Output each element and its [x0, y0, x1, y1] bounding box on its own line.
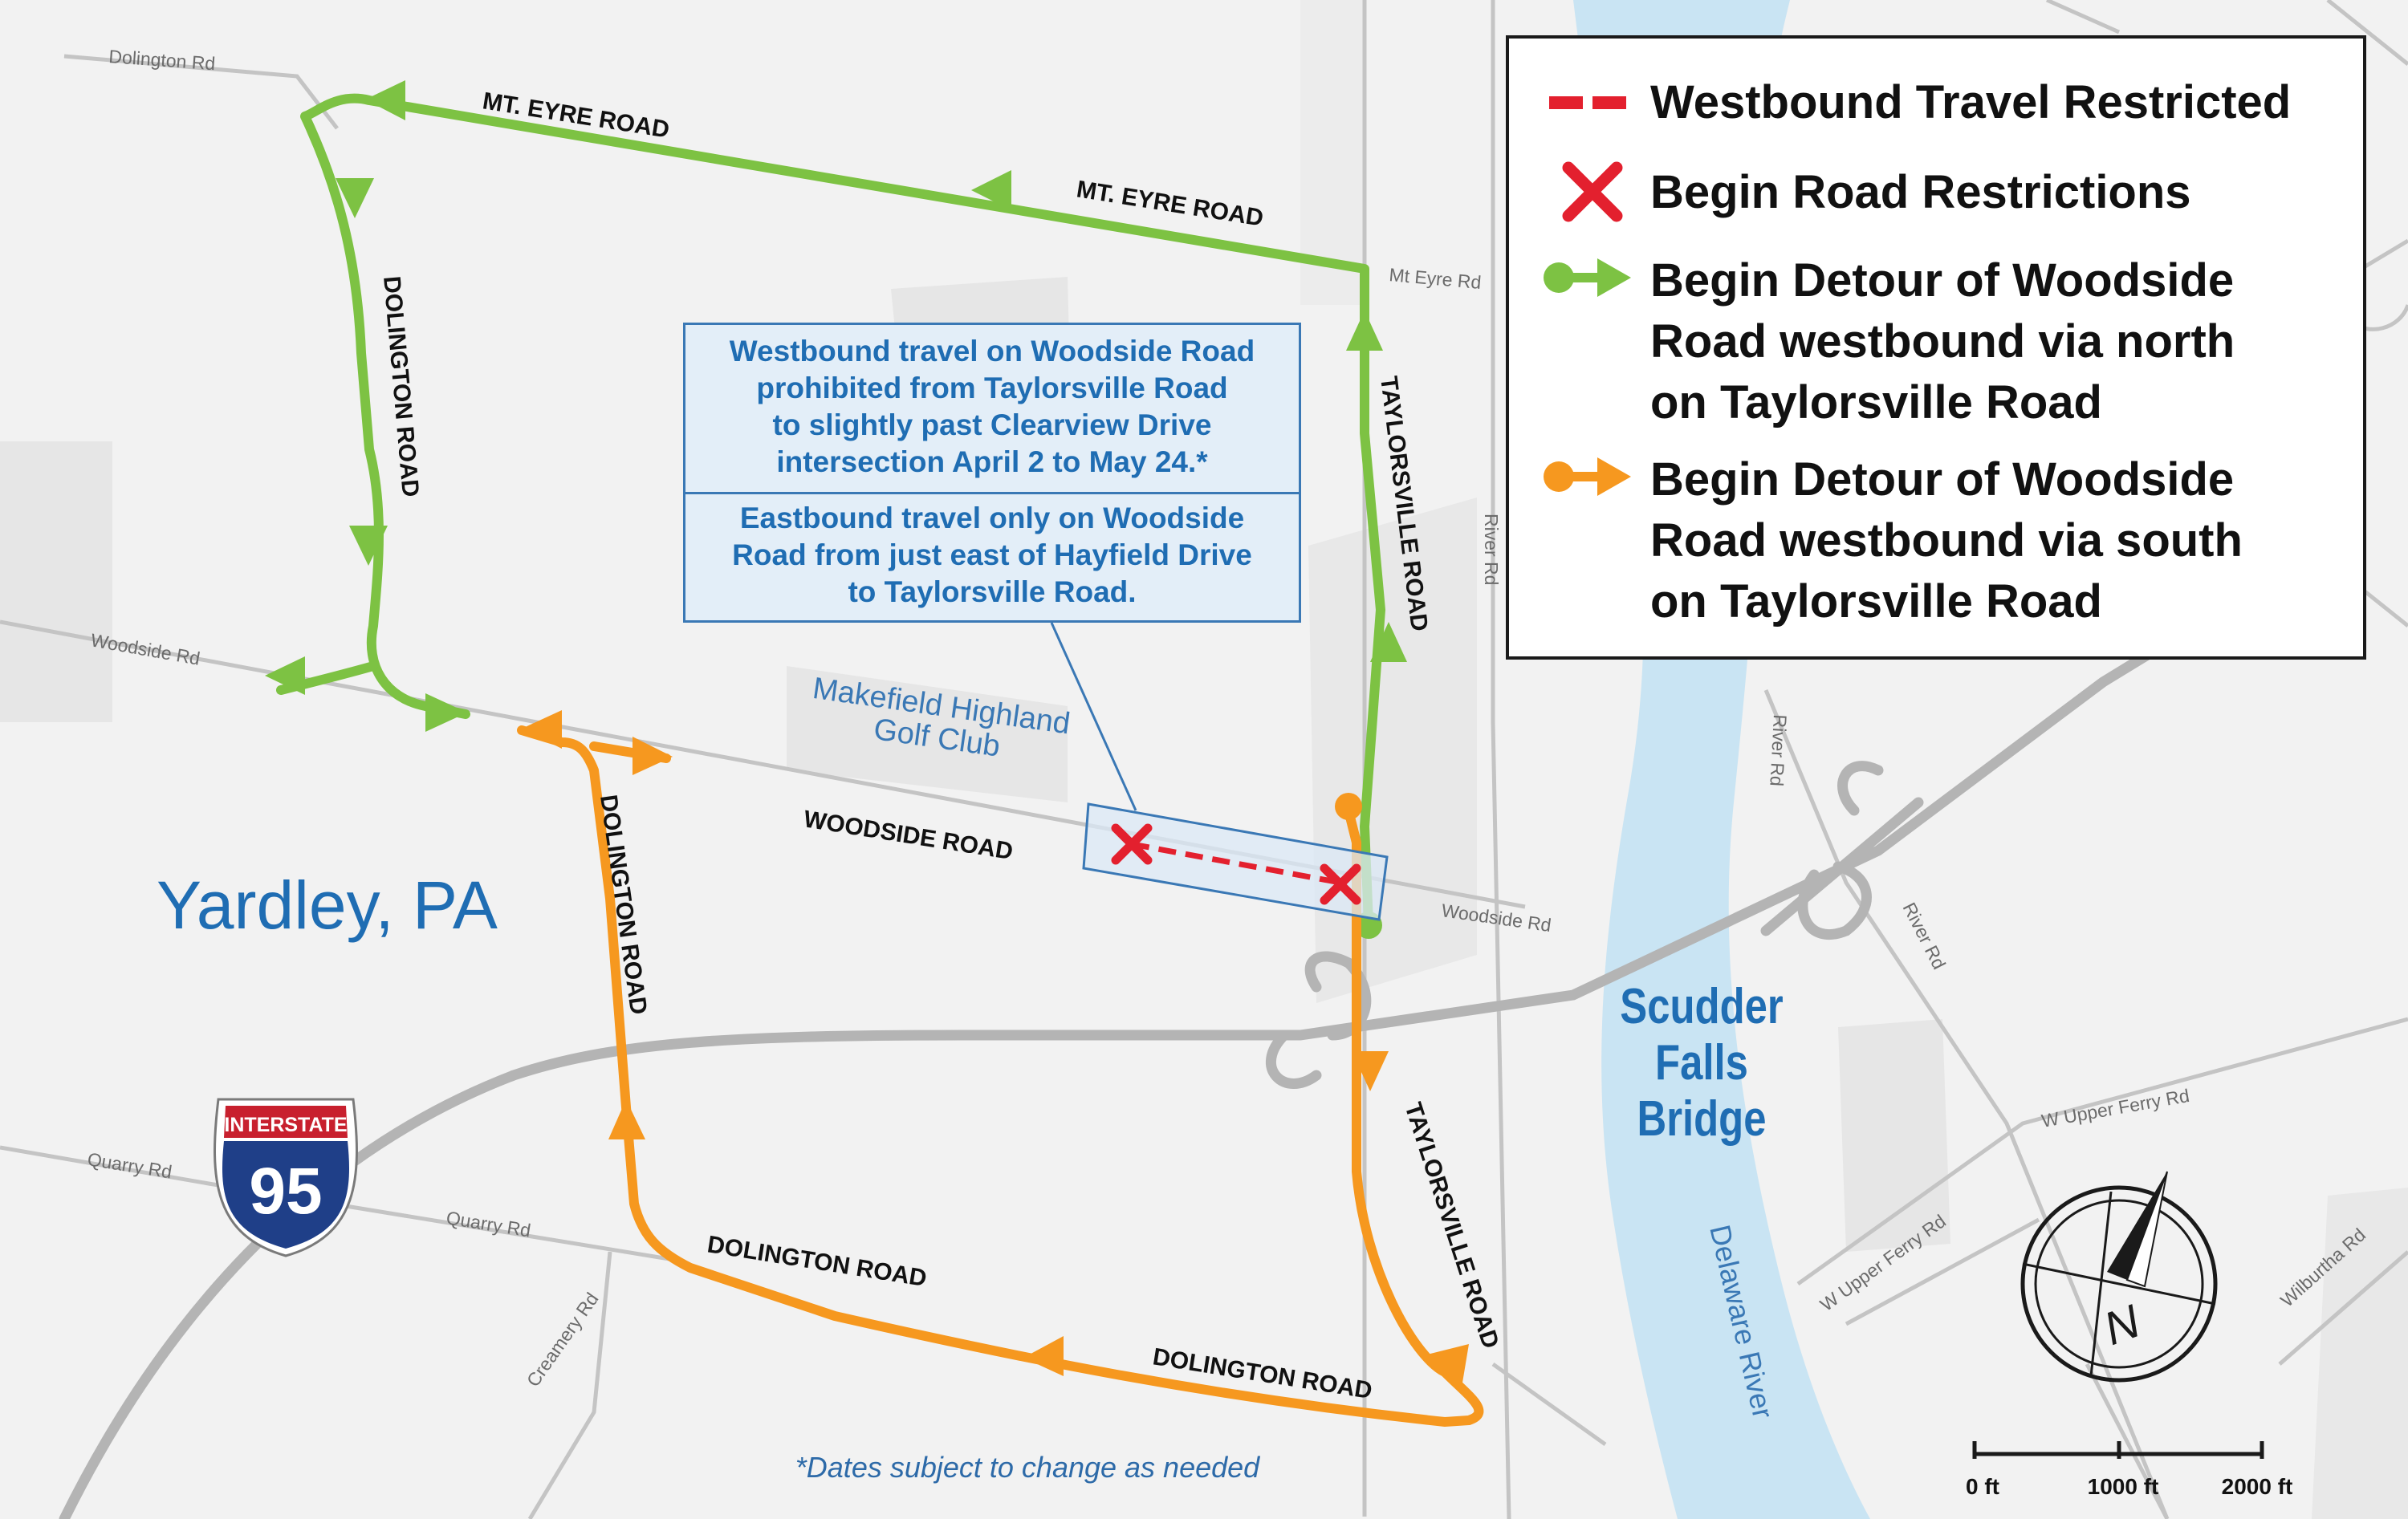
legend-line: Road westbound via north [1650, 315, 2235, 368]
bridge-label: Scudder Falls Bridge [1597, 979, 1807, 1147]
callout-line: prohibited from Taylorsville Road [756, 372, 1228, 404]
callout-line: intersection April 2 to May 24.* [776, 445, 1208, 478]
callout-line: Road from just east of Hayfield Drive [732, 538, 1252, 571]
callout-line: to Taylorsville Road. [848, 575, 1137, 608]
callout-eastbound-text: Eastbound travel only on Woodside Road f… [685, 500, 1299, 611]
bridge-line: Bridge [1637, 1091, 1767, 1147]
bridge-line: Scudder Falls [1620, 979, 1784, 1091]
green-detour-arrow-icon [1544, 258, 1631, 297]
label-taylorsville-south: TAYLORSVILLE ROAD [1399, 1099, 1503, 1352]
compass-letter: N [2097, 1295, 2147, 1355]
callout-line: to slightly past Clearview Drive [772, 408, 1212, 441]
north-arrow-icon [2107, 1172, 2167, 1280]
label-dolington-south-vertical: DOLINGTON ROAD [595, 793, 652, 1016]
red-dash-icon [1549, 96, 1626, 109]
scale-bar: 0 ft 1000 ft 2000 ft [1966, 1441, 2292, 1499]
south-detour-route [517, 710, 1484, 1427]
compass-rose: N [2020, 1171, 2218, 1383]
restricted-zone [1050, 622, 1389, 921]
street-river-rd-1: River Rd [1481, 514, 1502, 585]
label-woodside: WOODSIDE ROAD [802, 806, 1015, 865]
street-quarry-rd-1: Quarry Rd [86, 1148, 173, 1182]
callout-line: Westbound travel on Woodside Road [729, 335, 1255, 368]
interstate-number: 95 [249, 1155, 322, 1228]
street-creamery-rd: Creamery Rd [523, 1289, 603, 1391]
restriction-callout: Westbound travel on Woodside Road prohib… [683, 323, 1301, 623]
callout-westbound-text: Westbound travel on Woodside Road prohib… [685, 333, 1299, 481]
street-river-rd-2: River Rd [1766, 714, 1791, 787]
scale-label-2000: 2000 ft [2222, 1474, 2293, 1499]
legend-label-north-detour: Begin Detour of Woodside Road westbound … [1650, 250, 2235, 433]
town-label: Yardley, PA [157, 867, 498, 943]
legend-line: Begin Detour of Woodside [1650, 453, 2235, 506]
legend-line: Begin Detour of Woodside [1650, 254, 2235, 307]
legend-line: on Taylorsville Road [1650, 376, 2102, 428]
red-x-icon [1562, 161, 1623, 222]
label-dolington-north: DOLINGTON ROAD [378, 275, 424, 498]
legend-line: Road westbound via south [1650, 514, 2243, 567]
map-legend: Westbound Travel Restricted Begin Road R… [1506, 35, 2366, 660]
street-river-rd-3: River Rd [1899, 899, 1950, 973]
street-dolington-rd: Dolington Rd [108, 46, 216, 74]
interstate-95-shield: INTERSTATE 95 [214, 1098, 358, 1257]
north-detour-route [265, 80, 1407, 939]
street-mt-eyre-rd: Mt Eyre Rd [1389, 264, 1483, 293]
footnote: *Dates subject to change as needed [795, 1451, 1260, 1484]
legend-label-restricted: Westbound Travel Restricted [1650, 76, 2292, 128]
street-w-upper-ferry-rd-1: W Upper Ferry Rd [2040, 1085, 2190, 1131]
legend-label-begin-restrictions: Begin Road Restrictions [1650, 166, 2191, 218]
scale-label-1000: 1000 ft [2088, 1474, 2159, 1499]
orange-detour-arrow-icon [1544, 457, 1631, 496]
highways [59, 588, 2253, 1519]
scale-label-0: 0 ft [1966, 1474, 1999, 1499]
callout-divider [685, 492, 1299, 494]
callout-line: Eastbound travel only on Woodside [739, 502, 1245, 534]
interstate-header: INTERSTATE [224, 1114, 347, 1136]
legend-label-south-detour: Begin Detour of Woodside Road westbound … [1650, 449, 2243, 632]
street-quarry-rd-2: Quarry Rd [445, 1207, 532, 1241]
legend-line: on Taylorsville Road [1650, 575, 2102, 628]
